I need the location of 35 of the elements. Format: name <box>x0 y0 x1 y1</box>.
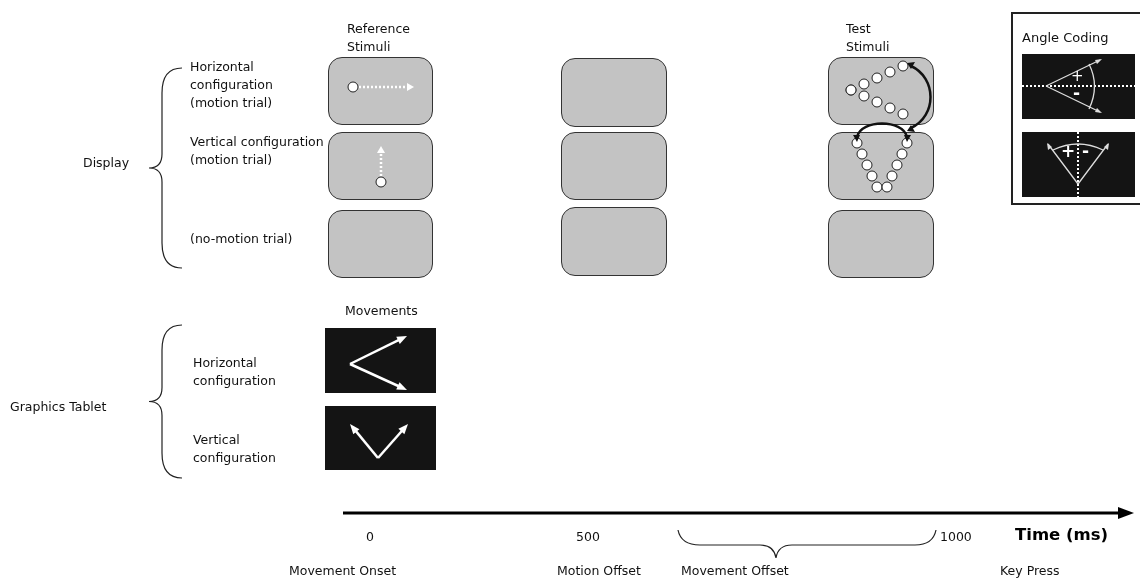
event-label: Motion Offset <box>557 562 641 580</box>
tablet-panel <box>325 328 436 393</box>
angle-panel <box>1022 54 1135 119</box>
tick-label: 1000 <box>940 528 972 546</box>
event-label: Key Press <box>1000 562 1060 580</box>
row-label: Horizontal configuration (motion trial) <box>190 58 274 112</box>
stimulus-screen <box>561 207 667 276</box>
stimulus-screen <box>561 58 667 127</box>
axis-label: Time (ms) <box>1015 525 1109 545</box>
panel-heading: Movements <box>345 302 418 320</box>
row-label: (no-motion trial) <box>190 230 293 248</box>
row-label: Horizontal configuration <box>193 354 277 390</box>
sign-label: + <box>1071 68 1084 85</box>
stimulus-screen <box>561 132 667 200</box>
sign-label: - <box>1073 85 1081 102</box>
event-label: Movement Onset <box>289 562 397 580</box>
angle-panel <box>1022 132 1135 197</box>
sign-label: - <box>1082 143 1090 160</box>
inset-panel <box>1011 12 1140 205</box>
stimulus-screen <box>328 210 433 278</box>
sign-label: + <box>1061 143 1075 160</box>
event-label: Movement Offset <box>681 562 789 580</box>
group-label: Display <box>83 154 130 172</box>
stimulus-screen <box>328 132 433 200</box>
group-label: Graphics Tablet <box>10 398 107 416</box>
stimulus-screen <box>828 210 934 278</box>
column-heading: Test Stimuli <box>846 20 891 56</box>
panel-title: Angle Coding <box>1022 30 1109 45</box>
column-heading: Reference Stimuli <box>347 20 411 56</box>
stimulus-screen <box>328 57 433 125</box>
tick-label: 0 <box>366 528 374 546</box>
row-label: Vertical configuration (motion trial) <box>190 133 325 169</box>
tick-label: 500 <box>576 528 600 546</box>
row-label: Vertical configuration <box>193 431 277 467</box>
tablet-panel <box>325 406 436 470</box>
